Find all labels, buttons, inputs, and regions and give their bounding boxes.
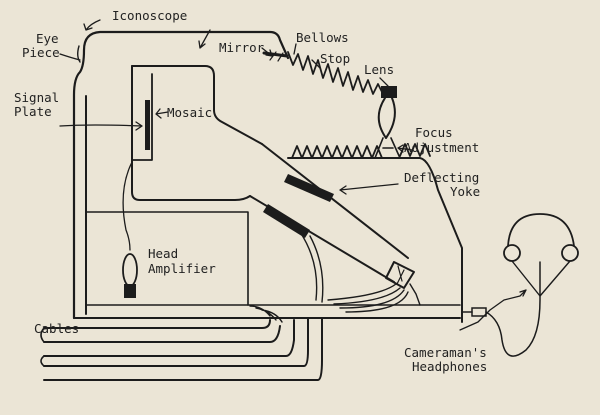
headphones: [461, 213, 579, 357]
right-earpiece: [561, 244, 579, 262]
label-piece: Piece: [22, 45, 60, 60]
internal-wiring: [249, 231, 421, 323]
mosaic-assembly: [131, 73, 153, 161]
label-cables: Cables: [34, 321, 79, 336]
camera-housing: [72, 30, 463, 323]
label-eye: Eye: [36, 31, 59, 46]
label-adjustment: Adjustment: [404, 140, 479, 155]
bellows: [287, 51, 431, 159]
label-plate: Plate: [14, 104, 52, 119]
label-stop: Stop: [320, 51, 350, 66]
label-mirror: Mirror: [219, 40, 265, 55]
label-focus: Focus: [415, 125, 453, 140]
label-cameramans: Cameraman's: [404, 345, 487, 360]
label-bellows: Bellows: [296, 30, 349, 45]
lens-mount: [381, 86, 397, 98]
label-iconoscope: Iconoscope: [112, 8, 187, 23]
lens-assembly: [374, 86, 401, 159]
label-amplifier: Amplifier: [148, 261, 216, 276]
labels: Eye Piece Iconoscope Mirror Bellows Stop…: [14, 8, 487, 374]
label-yoke: Yoke: [450, 184, 480, 199]
label-deflecting: Deflecting: [404, 170, 479, 185]
mosaic-plate: [145, 100, 150, 150]
label-headphones: Headphones: [412, 359, 487, 374]
cables: [40, 317, 323, 381]
head-amplifier: [85, 161, 249, 306]
label-signal: Signal: [14, 90, 59, 105]
label-lens: Lens: [364, 62, 394, 77]
deflecting-yoke: [263, 174, 334, 238]
leader-lines: [59, 19, 527, 331]
left-earpiece: [503, 244, 521, 262]
label-mosaic: Mosaic: [167, 105, 212, 120]
mirror: [262, 51, 289, 62]
label-head: Head: [148, 246, 178, 261]
